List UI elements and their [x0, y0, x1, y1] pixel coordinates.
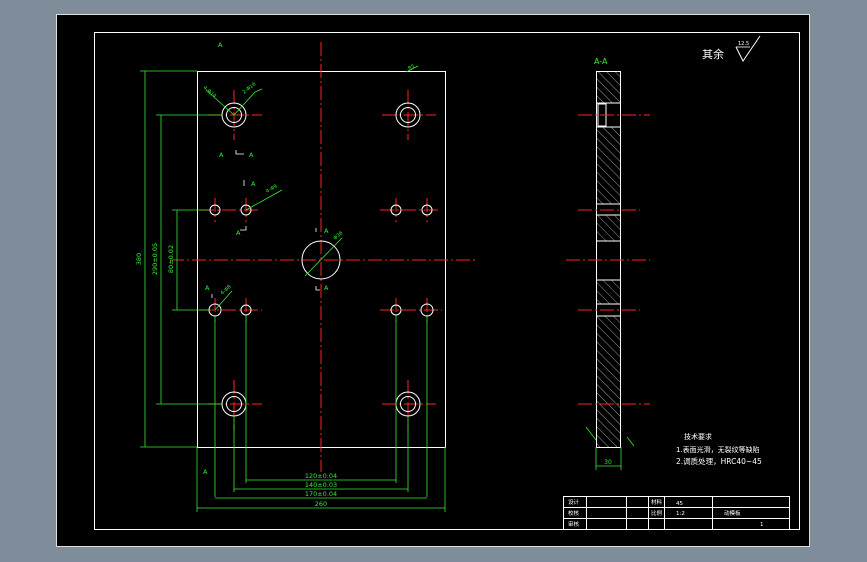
guide-hole-bottom-left-inner	[226, 396, 242, 412]
drawing-sheet	[56, 14, 810, 547]
small-hole	[240, 204, 252, 216]
dimension-text: 380 290±0.05 80±0.02 120±0.04 140±0.03 1…	[135, 243, 337, 508]
sheet-outer-border	[56, 14, 810, 547]
roughness-value: 12.5	[738, 41, 749, 47]
sheet-inner-border	[94, 32, 800, 530]
section-marker-a: A	[205, 284, 210, 292]
dim-width-total: 260	[315, 500, 327, 508]
hatch-segment	[596, 316, 621, 447]
dim-width-1: 120±0.04	[305, 472, 337, 480]
dim-height-outer: 290±0.05	[151, 243, 159, 275]
front-view: 2-Φ16 4-Φ14 4-Φ9 4-Φ8 Φ36 R5 A A A A A A…	[135, 41, 478, 512]
leader-label-edge-top: R5	[407, 64, 416, 72]
guide-hole-top-right-inner	[400, 107, 416, 123]
tb-scale: 1:2	[676, 511, 685, 517]
title-block: 设计 校核 审核 材料 比例 45 1:2 动模板 1	[563, 496, 790, 530]
small-hole	[390, 304, 402, 316]
section-view: A-A	[566, 57, 650, 470]
section-title: A-A	[594, 57, 608, 66]
small-hole	[390, 204, 402, 216]
section-marker-a: A	[249, 151, 254, 159]
dim-height-total: 380	[135, 253, 143, 265]
guide-hole-top-left-inner	[226, 107, 242, 123]
leader-label-big: Φ36	[332, 230, 344, 241]
tb-part-name: 动模板	[724, 509, 741, 517]
hatch-segment	[596, 280, 621, 304]
tb-r2c1: 校核	[568, 509, 580, 517]
tb-r3c1: 审核	[568, 520, 580, 528]
dim-width-2: 140±0.03	[305, 481, 337, 489]
hatch-segment	[596, 71, 621, 103]
tb-count: 1	[760, 522, 764, 528]
tech-line-2: 2.调质处理，HRC40~45	[676, 456, 762, 466]
tb-r1c1: 设计	[568, 498, 580, 506]
dim-width-3: 170±0.04	[305, 490, 337, 498]
tech-title: 技术要求	[684, 432, 712, 441]
section-markers: A A A A A A A A A	[203, 41, 329, 476]
tech-requirements: 技术要求 1.表面光滑，无裂纹等缺陷 2.调质处理，HRC40~45	[676, 432, 762, 466]
section-dim-thickness: 30	[604, 459, 612, 466]
tb-material: 45	[676, 501, 683, 507]
section-centerlines	[566, 114, 650, 405]
section-marker-a: A	[219, 151, 224, 159]
hatch-segment	[596, 127, 621, 204]
section-brackets	[211, 150, 320, 298]
section-marker-a: A	[251, 180, 256, 188]
hatch-segment	[596, 215, 621, 241]
section-marker-a: A	[218, 41, 223, 49]
center-bore	[301, 240, 341, 280]
tb-r2c3: 比例	[651, 509, 663, 517]
guide-hole-bottom-right-inner	[400, 396, 416, 412]
small-hole	[421, 204, 433, 216]
small-hole	[240, 304, 252, 316]
roughness-symbol	[735, 35, 761, 62]
section-marker-a: A	[203, 468, 208, 476]
tb-r1c3: 材料	[651, 498, 663, 506]
section-marker-a: A	[324, 284, 329, 292]
leader-lines	[205, 65, 419, 311]
section-dimension-lines	[585, 426, 635, 470]
roughness-label: 其余	[702, 47, 724, 61]
tech-line-1: 1.表面光滑，无裂纹等缺陷	[676, 445, 760, 454]
section-marker-a: A	[324, 227, 329, 235]
guide-hole-top-right	[395, 102, 421, 128]
dimension-lines	[140, 70, 446, 512]
section-marker-a: A	[236, 229, 241, 237]
roughness-note: 其余 12.5	[702, 35, 761, 62]
leader-label-small-3: 4-Φ9	[265, 183, 278, 194]
dim-height-inner: 80±0.02	[167, 245, 175, 273]
